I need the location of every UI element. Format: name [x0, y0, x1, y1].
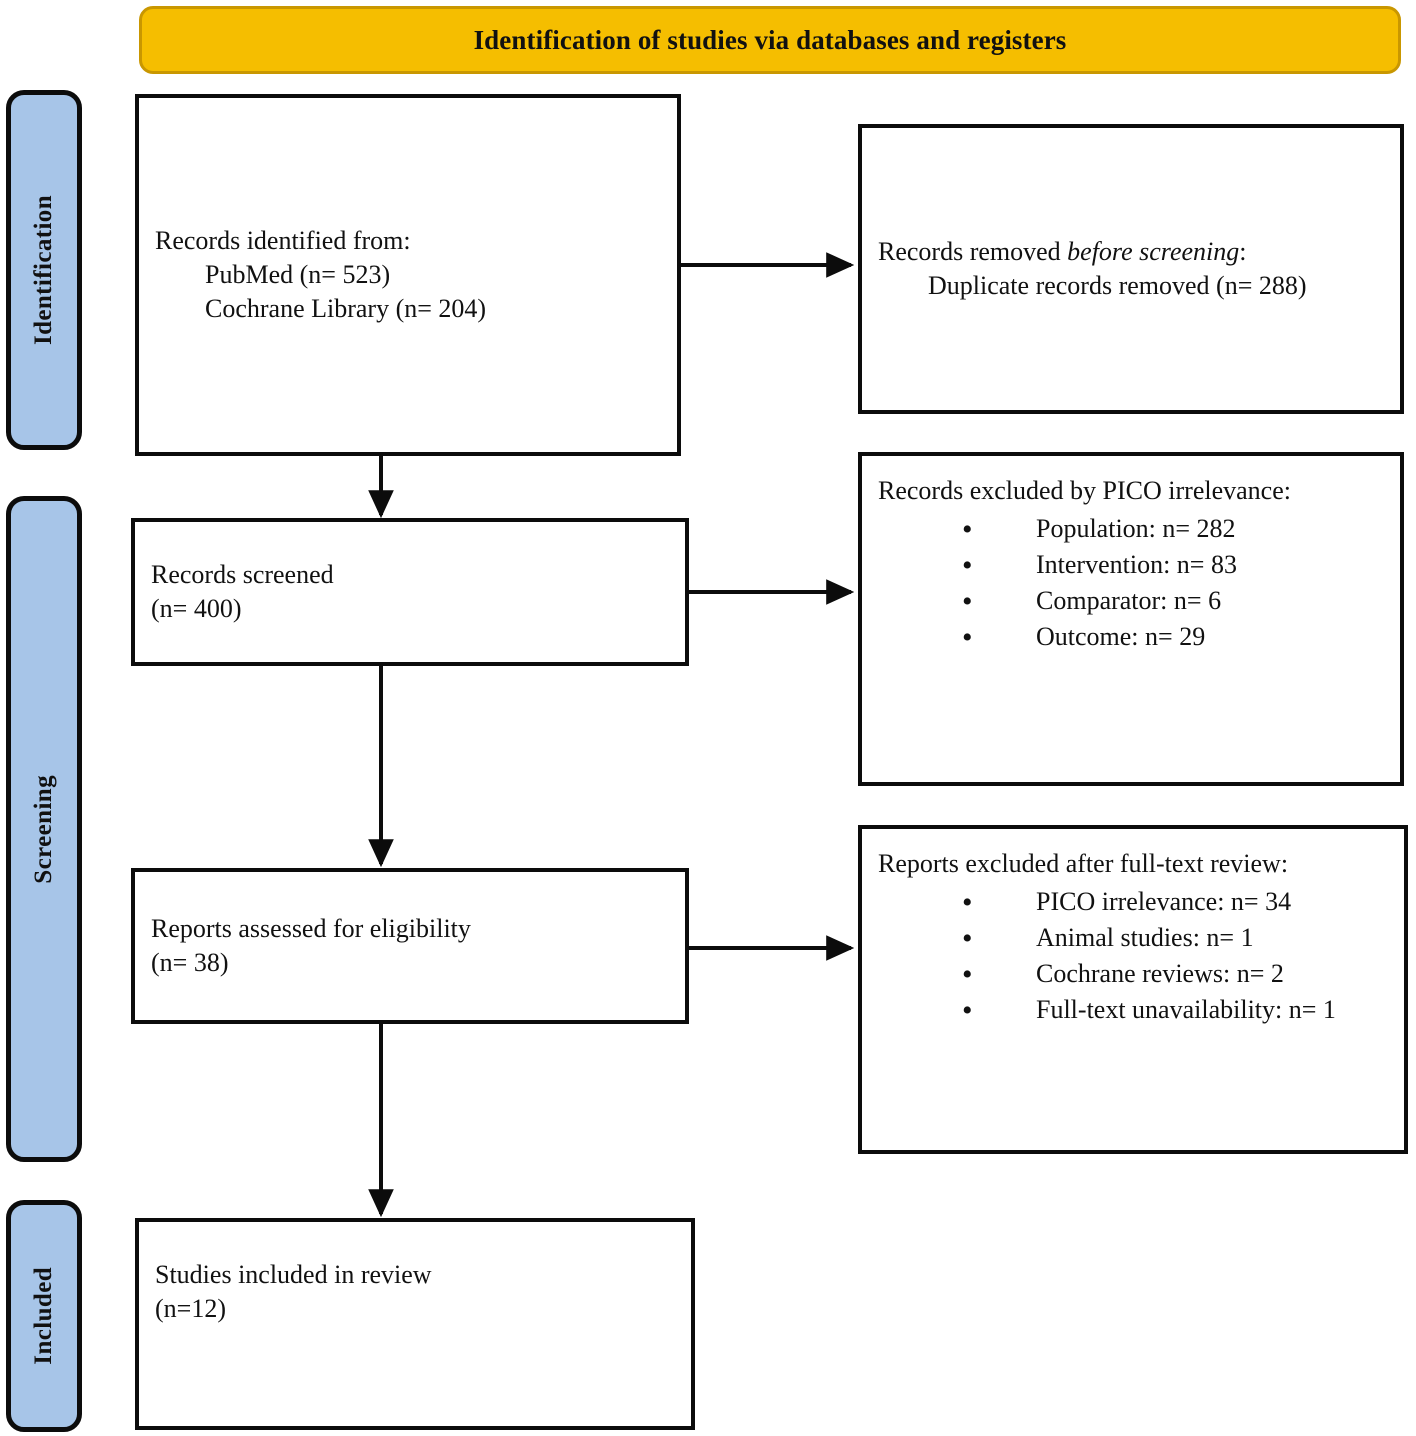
studies-included-label: Studies included in review	[155, 1260, 432, 1289]
records-identified-cochrane: Cochrane Library (n= 204)	[205, 294, 487, 324]
stage-label-text: Identification	[30, 194, 57, 346]
list-item: Comparator: n= 6	[878, 582, 1384, 621]
stage-label-included: Included	[6, 1200, 82, 1432]
records-screened-label: Records screened	[151, 559, 334, 589]
box-reports-excluded-fulltext: Reports excluded after full-text review:…	[858, 825, 1408, 1154]
excluded-pico-list: Population: n= 282 Intervention: n= 83 C…	[878, 510, 1384, 657]
excluded-fulltext-list: PICO irrelevance: n= 34 Animal studies: …	[878, 883, 1388, 1030]
studies-included-count: (n=12)	[155, 1294, 226, 1324]
box-studies-included: Studies included in review (n=12)	[135, 1218, 695, 1430]
box-records-identified: Records identified from: PubMed (n= 523)…	[135, 94, 681, 456]
box-records-removed: Records removed before screening: Duplic…	[858, 124, 1404, 414]
box-reports-assessed-eligibility: Reports assessed for eligibility (n= 38)	[131, 868, 689, 1024]
page-title: Identification of studies via databases …	[473, 24, 1067, 55]
list-item: Full-text unavailability: n= 1	[878, 991, 1388, 1030]
records-removed-suffix: :	[1239, 236, 1247, 266]
excluded-pico-heading: Records excluded by PICO irrelevance:	[878, 476, 1291, 505]
stage-label-text: Included	[30, 1267, 57, 1365]
list-item: PICO irrelevance: n= 34	[878, 883, 1388, 922]
list-item: Intervention: n= 83	[878, 546, 1384, 585]
records-removed-emphasis: before screening	[1067, 236, 1240, 266]
box-records-screened: Records screened (n= 400)	[131, 518, 689, 666]
records-screened-count: (n= 400)	[151, 594, 242, 623]
records-identified-heading: Records identified from:	[155, 225, 411, 255]
box-records-excluded-pico: Records excluded by PICO irrelevance: Po…	[858, 452, 1404, 786]
records-identified-pubmed: PubMed (n= 523)	[205, 259, 391, 289]
list-item: Animal studies: n= 1	[878, 919, 1388, 958]
excluded-fulltext-heading: Reports excluded after full-text review:	[878, 849, 1289, 878]
list-item: Population: n= 282	[878, 510, 1384, 549]
stage-label-text: Screening	[30, 774, 57, 884]
stage-label-identification: Identification	[6, 90, 82, 450]
reports-assessed-count: (n= 38)	[151, 948, 229, 977]
stage-label-screening: Screening	[6, 496, 82, 1162]
records-removed-duplicates: Duplicate records removed (n= 288)	[928, 271, 1307, 300]
list-item: Outcome: n= 29	[878, 618, 1384, 657]
records-removed-prefix: Records removed	[878, 236, 1068, 266]
reports-assessed-label: Reports assessed for eligibility	[151, 913, 471, 943]
records-removed-heading: Records removed before screening:	[878, 235, 1384, 269]
header-banner: Identification of studies via databases …	[139, 6, 1401, 74]
list-item: Cochrane reviews: n= 2	[878, 955, 1388, 994]
